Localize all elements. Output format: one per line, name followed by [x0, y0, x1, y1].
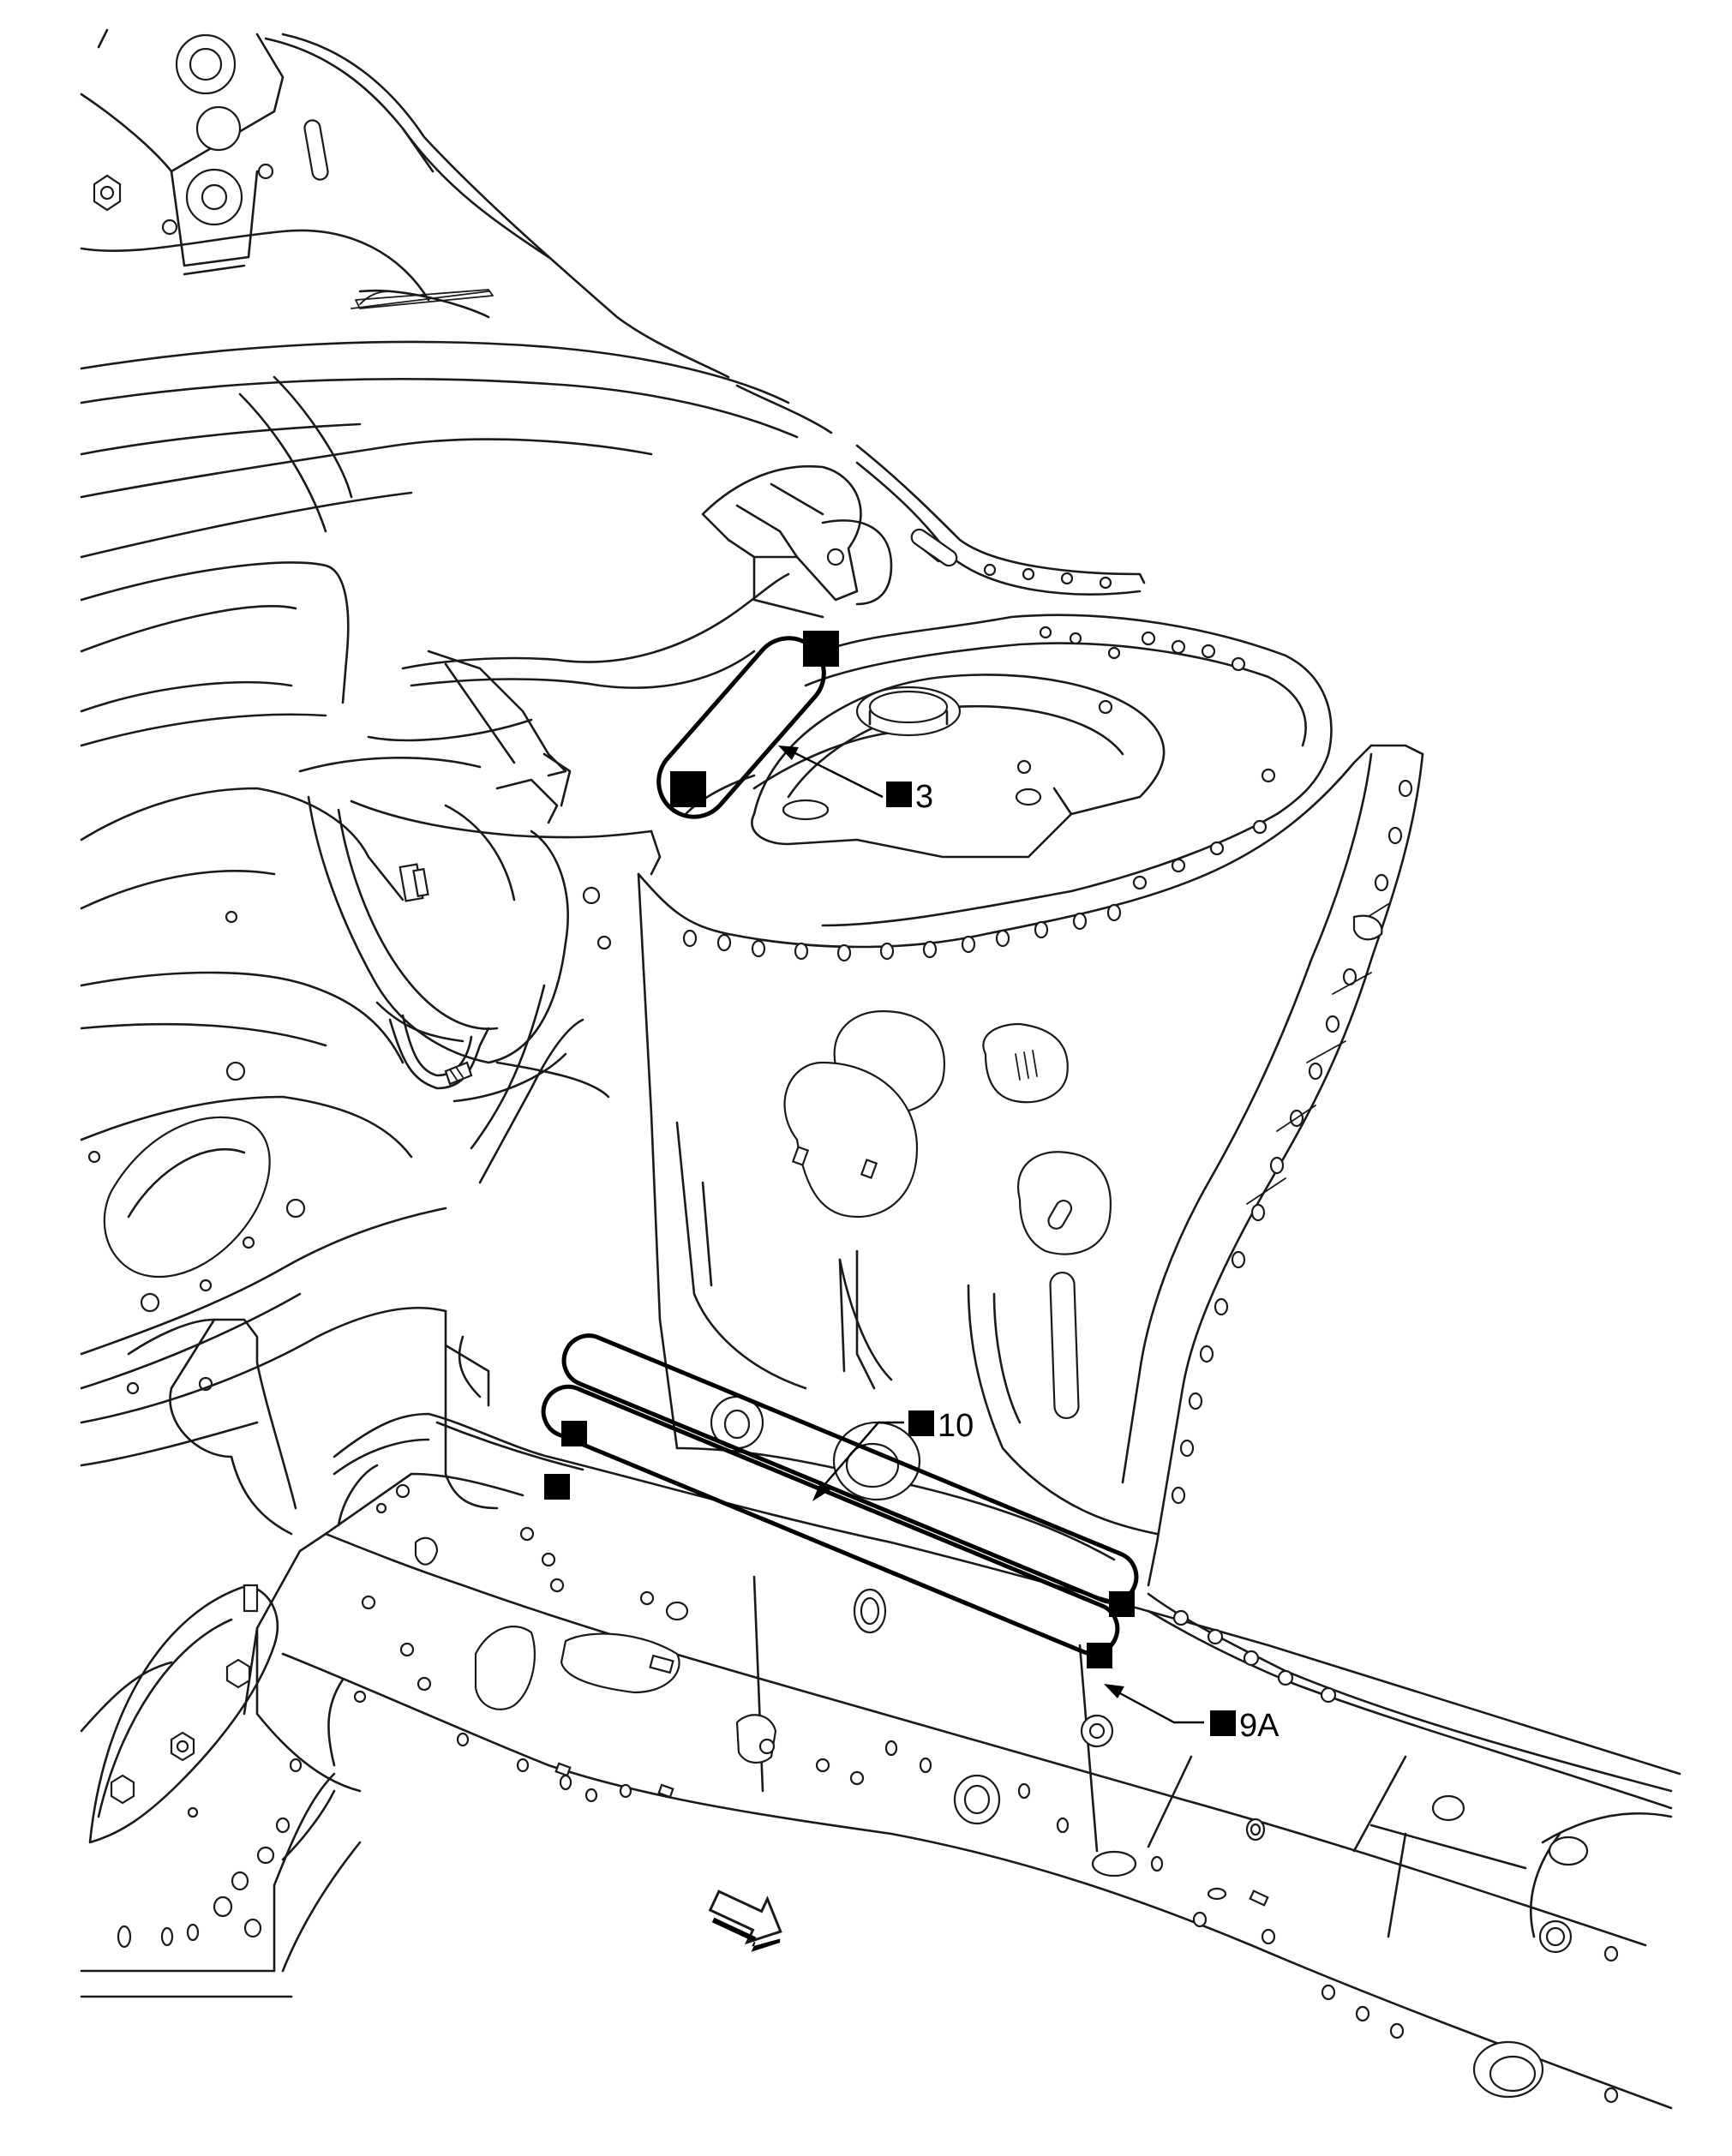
filled-square-icon — [544, 1474, 570, 1500]
filled-square-icon — [803, 631, 839, 667]
filled-square-icon — [670, 771, 706, 807]
callout-10-leader — [822, 1421, 904, 1488]
direction-arrow-icon — [708, 1889, 782, 1952]
callout-9a-leader — [1118, 1691, 1204, 1724]
filled-square-icon — [886, 782, 912, 807]
upper-body-panels — [80, 28, 833, 747]
callout-10-label: 10 — [938, 1408, 974, 1444]
filled-square-icon — [908, 1410, 934, 1436]
strut-tower-top — [298, 444, 1146, 876]
highlight-section-3: 3 — [656, 631, 933, 819]
callout-3-leader — [794, 752, 884, 799]
callout-9a-outline — [541, 1384, 1120, 1656]
arrowhead-icon — [778, 746, 799, 760]
callout-10-outline — [561, 1333, 1139, 1604]
callout-9a-label: 9A — [1239, 1708, 1280, 1744]
filled-square-icon — [1087, 1643, 1112, 1668]
strut-mount-dome — [751, 614, 1333, 927]
left-side-members — [80, 787, 612, 1467]
lower-rail — [117, 1309, 1681, 2110]
inner-fender-panel — [637, 744, 1424, 1587]
highlight-section-9a: 9A — [541, 1384, 1280, 1744]
lower-left-crossmember — [80, 1584, 362, 1998]
filled-square-icon — [1210, 1710, 1236, 1736]
callout-3-label: 3 — [915, 779, 933, 815]
arrowhead-icon — [1104, 1684, 1124, 1698]
